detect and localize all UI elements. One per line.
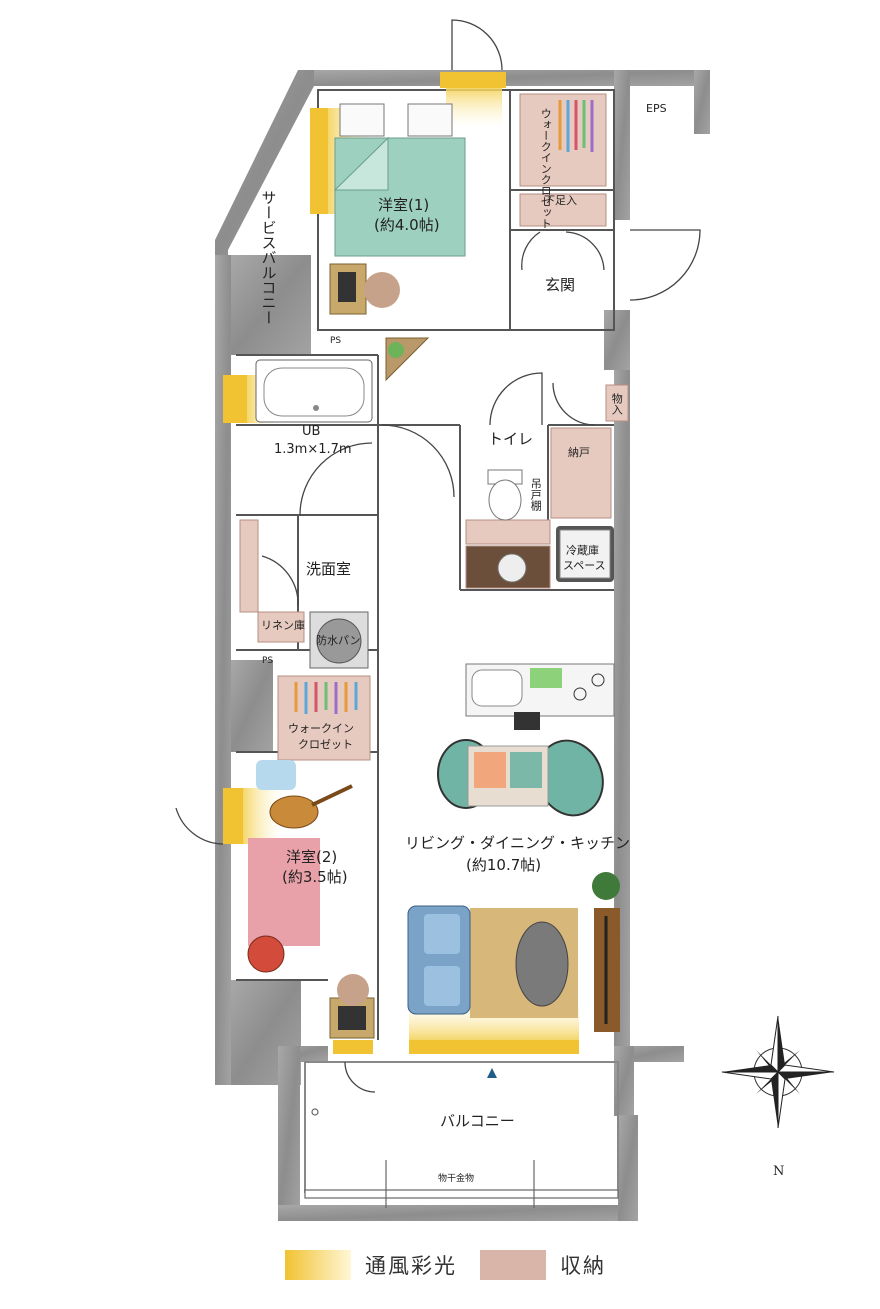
legend-label-storage: 収納 <box>560 1254 606 1278</box>
room-entrance-label: 玄関 <box>545 276 576 294</box>
compass-icon <box>721 1015 835 1129</box>
room-wic1-label: ウォークインクロゼット <box>539 108 553 229</box>
walls <box>215 70 710 1221</box>
compass-north-label: N <box>773 1164 785 1179</box>
room-washroom-label: 洗面室 <box>306 560 352 578</box>
room-ps-upper-label: PS <box>330 336 342 346</box>
room-wic2-line2: クロゼット <box>298 738 353 751</box>
legend-label-ventilation: 通風彩光 <box>365 1254 457 1278</box>
room-western2-name: 洋室(2) <box>286 848 338 866</box>
room-balcony-label: バルコニー <box>440 1112 515 1130</box>
room-waterproof-pan-label: 防水パン <box>316 634 361 647</box>
room-hanging-shelf-label: 吊戸棚 <box>529 477 543 511</box>
room-ub-name: UB <box>302 424 321 439</box>
legend-item-ventilation: 通風彩光 <box>285 1245 457 1285</box>
drying-hardware-label: 物干金物 <box>438 1174 475 1184</box>
closet-hangers <box>294 100 594 714</box>
room-storage-closet-label: 納戸 <box>568 446 590 459</box>
furniture <box>247 103 620 1039</box>
legend-swatch-ventilation <box>285 1250 351 1280</box>
room-ldk-name: リビング・ダイニング・キッチン <box>405 834 631 852</box>
room-western2-size: (約3.5帖) <box>282 868 348 886</box>
legend-item-storage: 収納 <box>480 1245 606 1285</box>
room-ldk-size: (約10.7帖) <box>466 856 542 874</box>
room-linen-label: リネン庫 <box>261 619 305 632</box>
balcony-details <box>304 1108 619 1208</box>
room-western1-name: 洋室(1) <box>378 196 430 214</box>
room-fridge-line2: スペース <box>563 559 606 572</box>
room-service-balcony-label: サービスバルコニー <box>259 190 278 325</box>
room-wic2-line1: ウォークイン <box>288 722 354 735</box>
room-monoire-label: 物入 <box>610 393 624 415</box>
room-ub-size: 1.3m×1.7m <box>274 442 352 457</box>
room-western1-size: (約4.0帖) <box>374 216 440 234</box>
room-eps-label: EPS <box>646 102 667 115</box>
room-fridge-line1: 冷蔵庫 <box>566 544 599 557</box>
room-shoe-label: 下足入 <box>544 194 577 207</box>
doors <box>175 19 701 1093</box>
room-toilet-label: トイレ <box>488 430 534 448</box>
legend-swatch-storage <box>480 1250 546 1280</box>
room-ps-lower-label: PS <box>262 656 274 666</box>
interior-walls <box>236 89 619 1193</box>
window-marker-icon <box>487 1068 497 1078</box>
